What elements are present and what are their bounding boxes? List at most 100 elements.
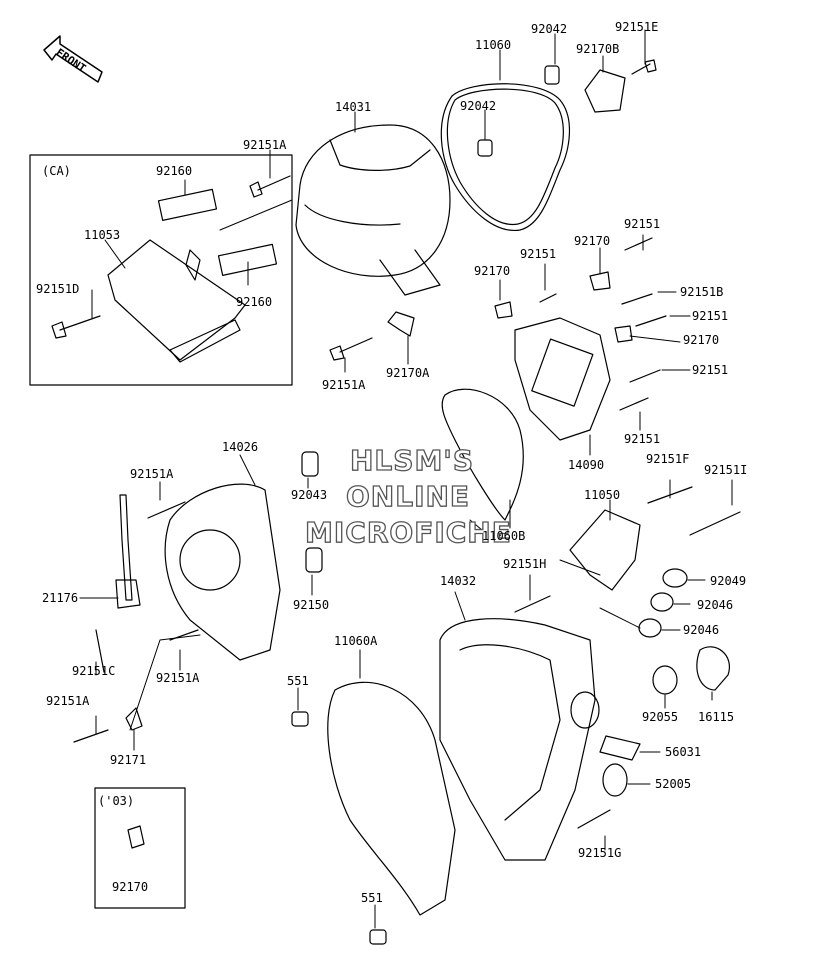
part-label-92055: 92055 bbox=[642, 710, 679, 724]
part-label-92151A-4: 92151A bbox=[156, 671, 200, 685]
part-label-92151A-2: 92151A bbox=[322, 378, 366, 392]
dowel-pin-92042a bbox=[544, 65, 560, 85]
part-label-551-a: 551 bbox=[287, 674, 309, 688]
part-label-92151H: 92151H bbox=[503, 557, 547, 571]
label-56031 bbox=[599, 735, 641, 761]
part-label-14031: 14031 bbox=[335, 100, 372, 114]
clamp-92170-2 bbox=[589, 271, 611, 291]
part-label-92042-a: 92042 bbox=[531, 22, 568, 36]
part-label-92151-4: 92151 bbox=[692, 363, 729, 377]
part-label-92151-2: 92151 bbox=[520, 247, 557, 261]
dowel-92150 bbox=[305, 547, 323, 573]
bracket-11050 bbox=[569, 509, 641, 591]
oring-92055 bbox=[652, 665, 678, 695]
part-label-92170B: 92170B bbox=[576, 42, 620, 56]
bolt-92151C bbox=[95, 629, 105, 673]
part-label-92150: 92150 bbox=[293, 598, 330, 612]
part-label-11060B: 11060B bbox=[482, 529, 526, 543]
clamp-92170A bbox=[387, 311, 415, 337]
bolt-92151-1 bbox=[539, 293, 557, 303]
watermark-line-1: HLSM'S bbox=[349, 444, 475, 477]
part-label-11060A: 11060A bbox=[334, 634, 378, 648]
gasket-11060 bbox=[440, 83, 571, 231]
front-arrow-icon bbox=[43, 35, 103, 83]
part-label-92170-3: 92170 bbox=[683, 333, 720, 347]
part-label-92042-b: 92042 bbox=[460, 99, 497, 113]
part-label-21176: 21176 bbox=[42, 591, 79, 605]
bolt-92151D bbox=[51, 315, 101, 339]
part-label-92049: 92049 bbox=[710, 574, 747, 588]
cover-plate-11053 bbox=[107, 239, 246, 363]
bolt-92151-2 bbox=[624, 237, 653, 251]
clamp-92170-1 bbox=[494, 301, 513, 319]
bearing-92049 bbox=[662, 568, 688, 588]
generator-cover-14031 bbox=[295, 124, 451, 296]
part-label-92151A-3: 92151A bbox=[130, 467, 174, 481]
part-label-92151-3: 92151 bbox=[692, 309, 729, 323]
part-label-551-b: 551 bbox=[361, 891, 383, 905]
dowel-92043 bbox=[301, 451, 319, 477]
part-label-92160-a: 92160 bbox=[156, 164, 193, 178]
part-label-92151I: 92151I bbox=[704, 463, 748, 477]
seal-52005 bbox=[602, 763, 628, 797]
bearing-92046a bbox=[650, 592, 674, 612]
y03-box-label: ('03) bbox=[98, 794, 135, 808]
bolt-92151I bbox=[689, 511, 741, 536]
cap-16115 bbox=[696, 646, 730, 691]
part-label-92151-1: 92151 bbox=[624, 217, 661, 231]
part-label-92151D: 92151D bbox=[36, 282, 80, 296]
part-label-11053: 11053 bbox=[84, 228, 121, 242]
watermark-line-2: ONLINE bbox=[345, 480, 471, 513]
part-label-92151E: 92151E bbox=[615, 20, 659, 34]
cover-14026 bbox=[164, 483, 281, 661]
clamp-92170-4 bbox=[127, 825, 145, 849]
part-label-92170-2: 92170 bbox=[474, 264, 511, 278]
part-label-92151B: 92151B bbox=[680, 285, 724, 299]
part-label-16115: 16115 bbox=[698, 710, 735, 724]
part-label-11060: 11060 bbox=[475, 38, 512, 52]
bolt-92151E bbox=[631, 59, 657, 75]
watermark-line-3: MICROFICHE bbox=[304, 516, 512, 549]
part-label-92151F: 92151F bbox=[646, 452, 690, 466]
ca-box-label: (CA) bbox=[42, 164, 71, 178]
part-label-14026: 14026 bbox=[222, 440, 259, 454]
part-label-14032: 14032 bbox=[440, 574, 477, 588]
part-label-92170-1: 92170 bbox=[574, 234, 611, 248]
part-label-52005: 52005 bbox=[655, 777, 692, 791]
part-label-14090: 14090 bbox=[568, 458, 605, 472]
bolt-92151A-5 bbox=[73, 729, 109, 743]
switch-21176 bbox=[115, 494, 141, 609]
bolt-92151A-3 bbox=[147, 501, 186, 519]
bolt-92151-4 bbox=[629, 369, 661, 383]
clutch-cover-14032 bbox=[439, 618, 600, 861]
part-label-56031: 56031 bbox=[665, 745, 702, 759]
part-label-92160-b: 92160 bbox=[236, 295, 273, 309]
part-label-92046-a: 92046 bbox=[697, 598, 734, 612]
part-label-92151G: 92151G bbox=[578, 846, 622, 860]
pad-92160a bbox=[157, 188, 218, 221]
cover-14090 bbox=[514, 317, 611, 441]
clamp-92171 bbox=[125, 707, 143, 731]
part-label-92151A-1: 92151A bbox=[243, 138, 287, 152]
gasket-11060B bbox=[441, 388, 524, 521]
part-label-92151A-5: 92151A bbox=[46, 694, 90, 708]
y03-box bbox=[94, 787, 186, 909]
bolt-92151A-1 bbox=[249, 175, 291, 198]
part-label-92170A: 92170A bbox=[386, 366, 430, 380]
gasket-11060A bbox=[327, 681, 456, 916]
dowel-551a bbox=[291, 711, 309, 727]
part-label-92170-4: 92170 bbox=[112, 880, 149, 894]
part-label-92151C: 92151C bbox=[72, 664, 116, 678]
bearing-92046b bbox=[638, 618, 662, 638]
part-label-92151-5: 92151 bbox=[624, 432, 661, 446]
dowel-551b bbox=[369, 929, 387, 945]
bolt-92151H bbox=[514, 595, 551, 613]
bolt-92151-5 bbox=[619, 397, 649, 411]
part-label-92046-b: 92046 bbox=[683, 623, 720, 637]
clamp-92170-3 bbox=[614, 325, 633, 343]
dowel-pin-92042b bbox=[477, 139, 493, 157]
clamp-92170B bbox=[584, 69, 626, 113]
bolt-92151A-2 bbox=[329, 337, 373, 361]
